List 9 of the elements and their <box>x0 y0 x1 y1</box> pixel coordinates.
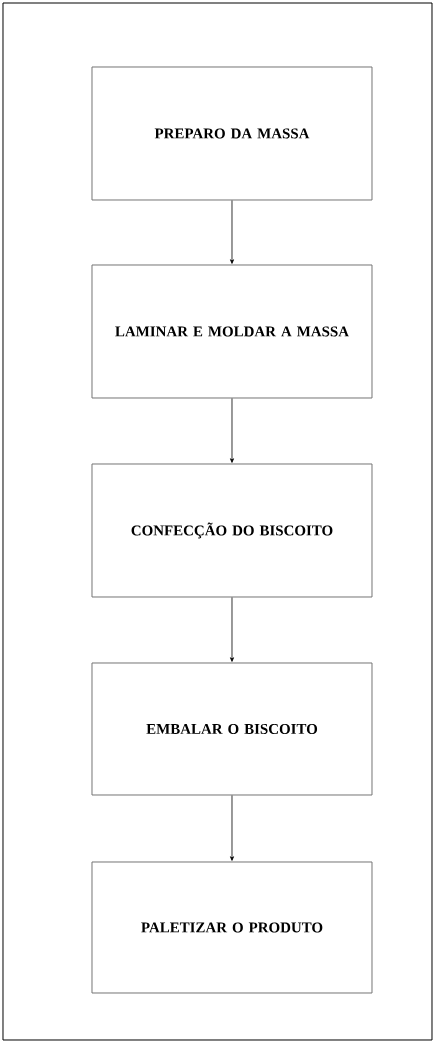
process-box: CONFECÇÃO DO BISCOITO <box>91 463 373 598</box>
arrow <box>230 200 234 264</box>
arrow <box>230 597 234 662</box>
arrow <box>230 795 234 861</box>
process-box: EMBALAR O BISCOITO <box>91 662 373 796</box>
arrow <box>230 398 234 463</box>
process-box: PREPARO DA MASSA <box>91 66 373 201</box>
process-box: PALETIZAR O PRODUTO <box>91 861 373 994</box>
process-box: LAMINAR E MOLDAR A MASSA <box>91 264 373 399</box>
